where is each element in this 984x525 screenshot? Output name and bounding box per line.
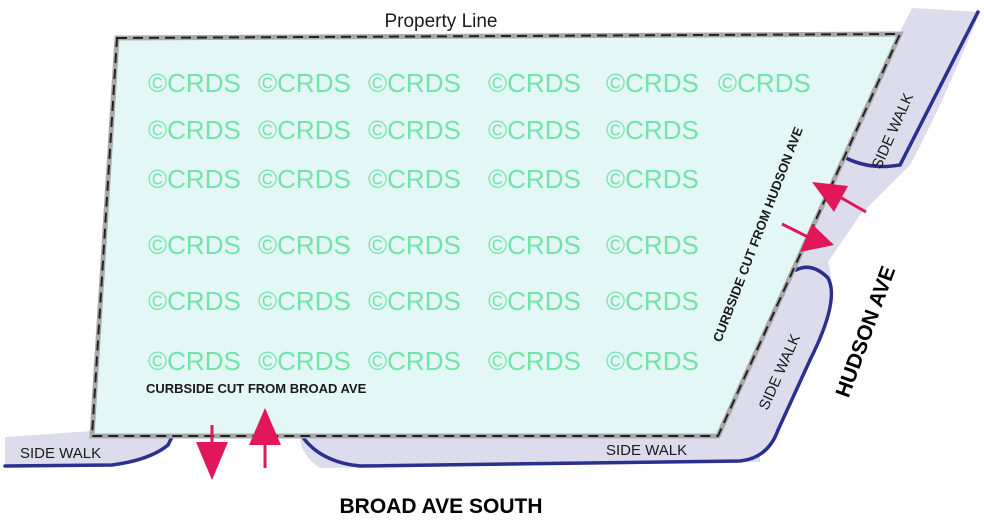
- street-label-broad: BROAD AVE SOUTH: [339, 495, 542, 518]
- watermark-text: ©CRDS: [488, 164, 581, 194]
- watermark-text: ©CRDS: [258, 68, 351, 98]
- property-line-dashed: [90, 32, 902, 437]
- watermark-text: ©CRDS: [488, 230, 581, 260]
- sidewalk-hudson: [718, 8, 980, 462]
- sidewalk-label-broad: SIDE WALK: [606, 442, 687, 459]
- arrow-broad-in: [196, 425, 228, 480]
- watermark-text: ©CRDS: [148, 230, 241, 260]
- curbside-broad-label: CURBSIDE CUT FROM BROAD AVE: [146, 381, 367, 396]
- watermark-text: ©CRDS: [488, 68, 581, 98]
- watermark-text: ©CRDS: [718, 68, 811, 98]
- watermark-text: ©CRDS: [368, 286, 461, 316]
- watermark-text: ©CRDS: [606, 286, 699, 316]
- watermark-text: ©CRDS: [488, 346, 581, 376]
- watermark-text: ©CRDS: [488, 115, 581, 145]
- access-arrows: [196, 182, 867, 480]
- watermark-text: ©CRDS: [606, 346, 699, 376]
- watermark-text: ©CRDS: [368, 230, 461, 260]
- property-line-label: Property Line: [384, 11, 497, 32]
- watermark-text: ©CRDS: [606, 230, 699, 260]
- watermark-text: ©CRDS: [258, 115, 351, 145]
- watermark-text: ©CRDS: [606, 115, 699, 145]
- arrow-hudson-out: [812, 182, 867, 214]
- watermark-text: ©CRDS: [606, 164, 699, 194]
- watermark-text: ©CRDS: [368, 115, 461, 145]
- curb-hudson-lower: [794, 265, 834, 362]
- watermark-text: ©CRDS: [148, 286, 241, 316]
- watermark-text: ©CRDS: [258, 286, 351, 316]
- watermark-text: ©CRDS: [148, 115, 241, 145]
- street-label-hudson: HUDSON AVE: [832, 263, 901, 400]
- watermark-group: ©CRDS ©CRDS ©CRDS ©CRDS ©CRDS ©CRDS ©CRDS ©CRDS…: [148, 68, 811, 376]
- curb-broad-west: [3, 423, 180, 468]
- watermark-text: ©CRDS: [606, 68, 699, 98]
- watermark-text: ©CRDS: [258, 230, 351, 260]
- arrow-hudson-in: [781, 222, 834, 252]
- watermark-text: ©CRDS: [368, 68, 461, 98]
- watermark-text: ©CRDS: [368, 164, 461, 194]
- watermark-text: ©CRDS: [258, 164, 351, 194]
- curb-broad-main: [300, 358, 812, 468]
- sidewalk-broad-main: [300, 420, 760, 468]
- watermark-text: ©CRDS: [148, 68, 241, 98]
- watermark-text: ©CRDS: [488, 286, 581, 316]
- curb-lines: [3, 10, 980, 468]
- watermark-text: ©CRDS: [368, 346, 461, 376]
- watermark-text: ©CRDS: [258, 346, 351, 376]
- arrow-broad-out: [249, 408, 281, 468]
- curb-hudson-upper: [844, 10, 980, 169]
- sidewalk-label-west: SIDE WALK: [20, 445, 101, 462]
- watermark-text: ©CRDS: [148, 164, 241, 194]
- watermark-text: ©CRDS: [148, 346, 241, 376]
